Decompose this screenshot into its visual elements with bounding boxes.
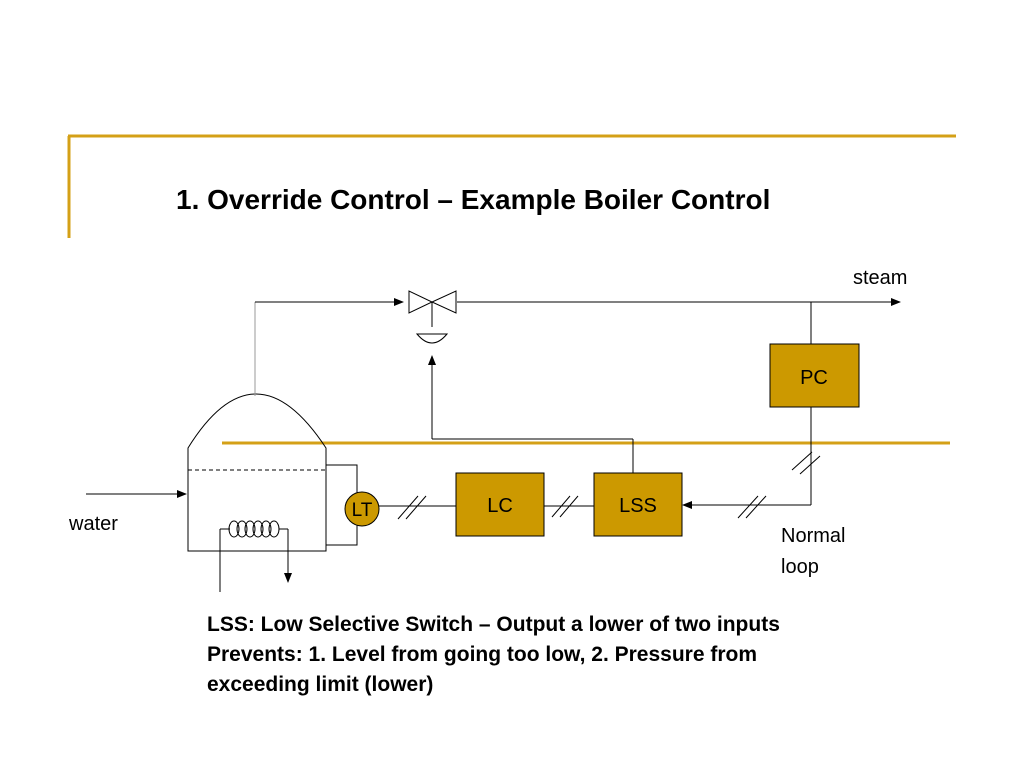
normal-loop-label-line1: Normal [781,525,845,547]
caption-line-1: LSS: Low Selective Switch – Output a low… [207,613,780,636]
steam-line [254,298,901,396]
heating-coil-icon [219,520,292,592]
lss-to-valve-signal [428,355,634,473]
control-valve-icon [408,290,457,344]
slide-title: 1. Override Control – Example Boiler Con… [176,184,771,215]
lc-label: LC [487,495,513,517]
caption-line-2: Prevents: 1. Level from going too low, 2… [207,643,758,666]
lss-label: LSS [619,495,657,517]
water-label: water [68,513,118,535]
lc-block: LC [455,472,545,537]
caption-text: LSS: Low Selective Switch – Output a low… [207,610,967,700]
normal-loop-label-line2: loop [781,556,819,578]
steam-label: steam [853,267,907,289]
caption-line-3: exceeding limit (lower) [207,673,434,696]
lt-to-lc-signal [379,495,456,520]
lss-block: LSS [593,472,683,537]
pc-label: PC [800,367,828,389]
lc-to-lss-signal [544,495,594,518]
pc-signal-line [682,407,821,519]
boiler-drum [187,393,327,552]
title-accent-frame [67,134,956,238]
lt-transmitter: LT [344,491,380,527]
pc-block: PC [769,343,860,408]
lt-label: LT [352,500,373,521]
